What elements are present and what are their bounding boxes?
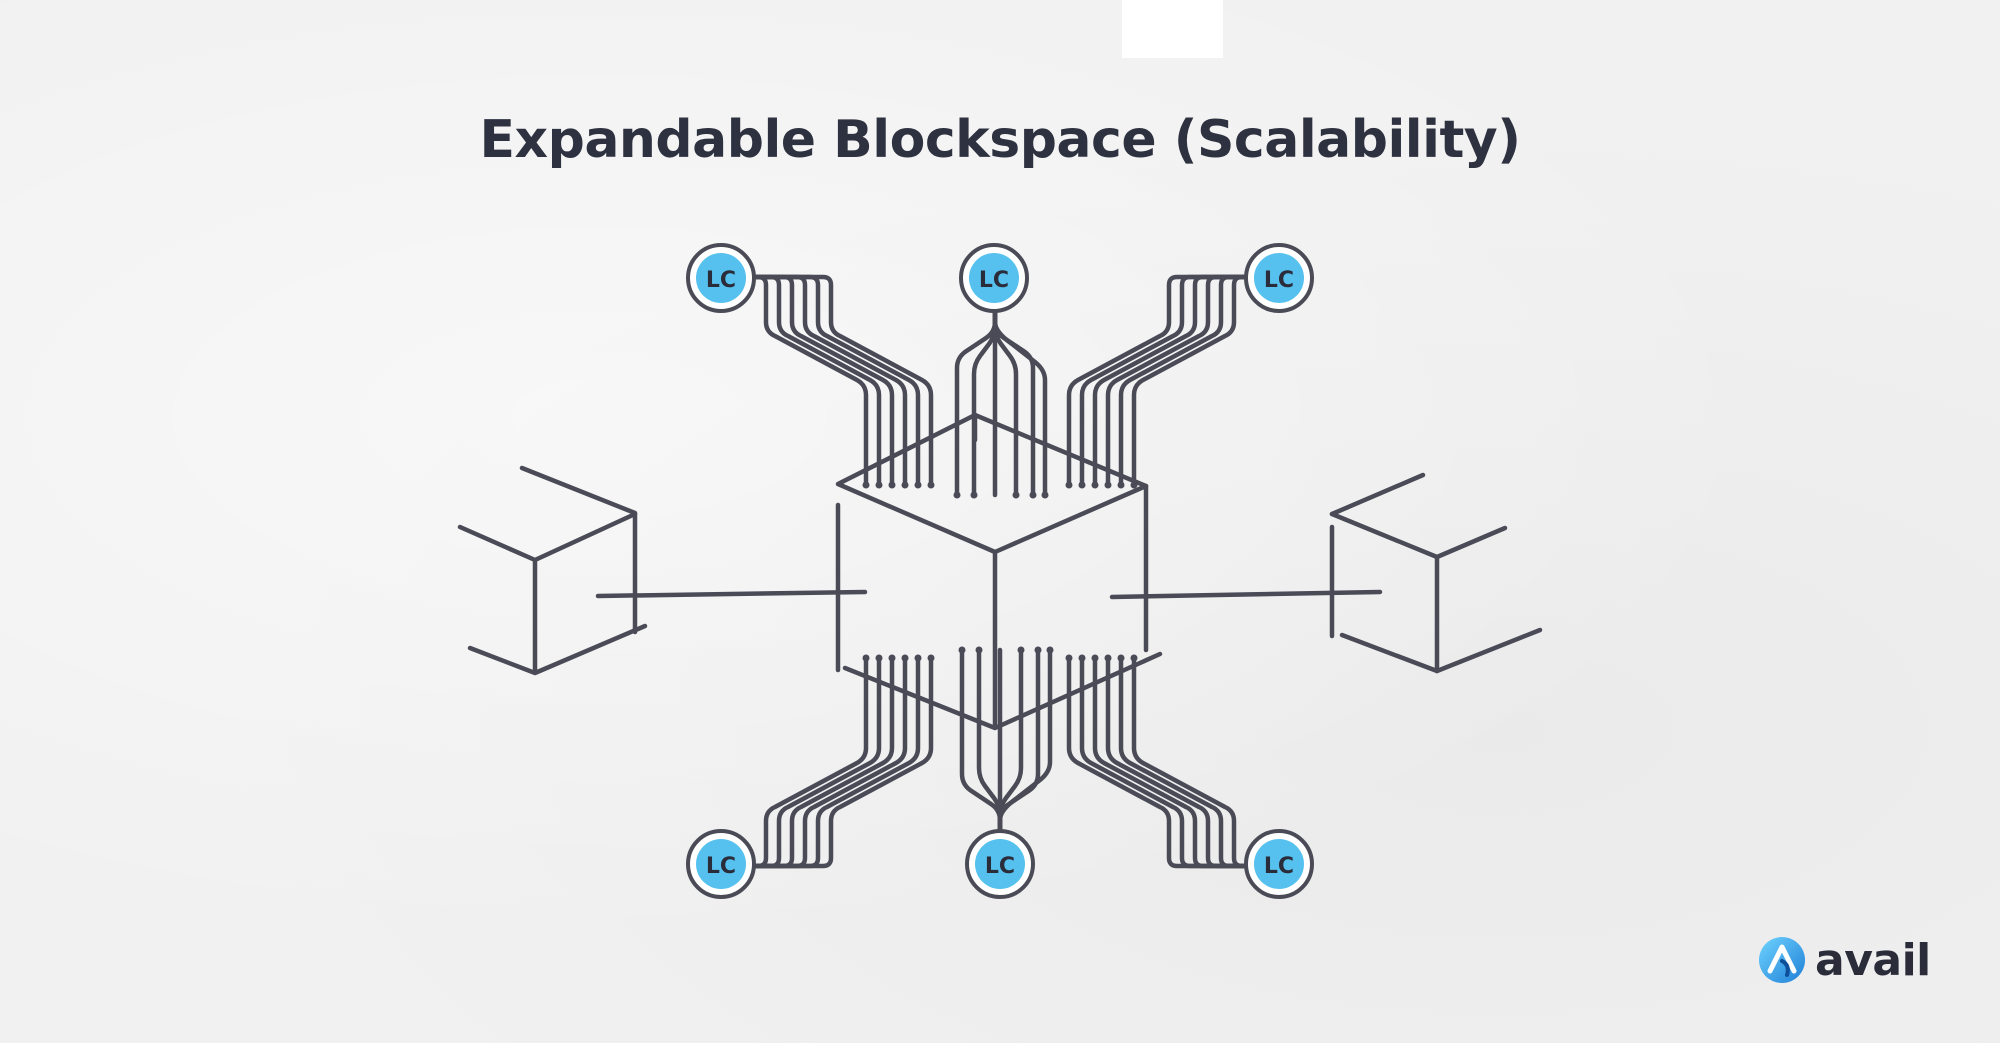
lc-node-bottom-center: LC bbox=[965, 829, 1035, 899]
wires-bottom-right bbox=[1066, 655, 1253, 869]
wire-end-dots bbox=[862, 481, 1138, 662]
wires-top-center bbox=[954, 303, 1048, 498]
avail-wordmark: avail bbox=[1815, 934, 1931, 986]
lc-label: LC bbox=[706, 854, 736, 879]
wires-bottom-center bbox=[959, 647, 1053, 839]
lc-label: LC bbox=[1264, 268, 1294, 293]
lc-label: LC bbox=[979, 268, 1009, 293]
right-block bbox=[1109, 472, 1543, 674]
lc-node-top-right: LC bbox=[1244, 243, 1314, 313]
lc-label: LC bbox=[1264, 854, 1294, 879]
lc-node-bottom-right: LC bbox=[1244, 829, 1314, 899]
wires-top-left bbox=[747, 274, 934, 488]
lc-label: LC bbox=[985, 854, 1015, 879]
avail-logo-icon bbox=[1759, 937, 1805, 983]
left-block bbox=[457, 465, 868, 676]
lc-label: LC bbox=[706, 268, 736, 293]
wires-top-right bbox=[1066, 274, 1253, 488]
lc-node-top-left: LC bbox=[686, 243, 756, 313]
lc-node-top-center: LC bbox=[959, 243, 1029, 313]
avail-logo: avail bbox=[1757, 932, 1931, 988]
top-tab-marker bbox=[1122, 0, 1223, 58]
lc-node-bottom-left: LC bbox=[686, 829, 756, 899]
slide-title: Expandable Blockspace (Scalability) bbox=[479, 110, 1521, 170]
wires-bottom-left bbox=[747, 655, 934, 869]
